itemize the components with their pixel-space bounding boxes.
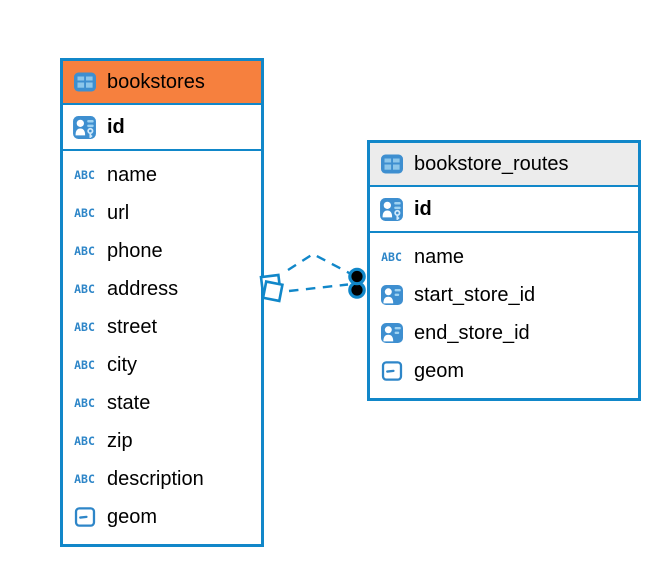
column-name-label: geom bbox=[414, 359, 465, 382]
column-row-name[interactable]: ABC name bbox=[370, 238, 638, 276]
foreign-key-icon bbox=[378, 283, 405, 307]
column-name-label: url bbox=[107, 201, 130, 224]
column-row-geom[interactable]: geom bbox=[63, 498, 261, 536]
table-title: bookstore_routes bbox=[414, 153, 569, 175]
column-row-name[interactable]: ABC name bbox=[63, 156, 261, 194]
text-type-icon: ABC bbox=[381, 250, 402, 264]
text-type-icon: ABC bbox=[74, 244, 95, 258]
column-name-label: id bbox=[107, 115, 125, 138]
column-list: ABC name ABC url ABC phone ABC address A… bbox=[63, 151, 261, 536]
column-name-label: address bbox=[107, 277, 179, 300]
column-list: ABC name start_store_id bbox=[370, 233, 638, 390]
column-name-label: name bbox=[107, 163, 158, 186]
column-row-zip[interactable]: ABC zip bbox=[63, 422, 261, 460]
cardinality-dot-top[interactable] bbox=[348, 267, 366, 286]
column-row-description[interactable]: ABC description bbox=[63, 460, 261, 498]
column-name-label: geom bbox=[107, 505, 158, 528]
text-type-icon: ABC bbox=[74, 358, 95, 372]
primary-key-icon bbox=[71, 115, 98, 140]
column-name-label: description bbox=[107, 467, 204, 490]
column-name-label: street bbox=[107, 315, 158, 338]
table-icon bbox=[378, 152, 405, 176]
text-type-icon: ABC bbox=[74, 472, 95, 486]
text-type-icon: ABC bbox=[74, 434, 95, 448]
table-bookstores[interactable]: bookstores id ABC name bbox=[60, 58, 264, 547]
relationship-line-upper[interactable] bbox=[287, 252, 352, 276]
column-name-label: start_store_id bbox=[414, 283, 536, 306]
column-row-city[interactable]: ABC city bbox=[63, 346, 261, 384]
column-row-start-store-id[interactable]: start_store_id bbox=[370, 276, 638, 314]
geometry-type-icon bbox=[378, 360, 405, 382]
table-title: bookstores bbox=[107, 71, 205, 93]
primary-key-icon bbox=[378, 197, 405, 222]
column-row-geom[interactable]: geom bbox=[370, 352, 638, 390]
column-row-end-store-id[interactable]: end_store_id bbox=[370, 314, 638, 352]
table-icon bbox=[71, 70, 98, 94]
column-name-label: city bbox=[107, 353, 137, 376]
column-row-address[interactable]: ABC address bbox=[63, 270, 261, 308]
column-name-label: phone bbox=[107, 239, 163, 262]
text-type-icon: ABC bbox=[74, 168, 95, 182]
column-name-label: id bbox=[414, 197, 432, 220]
column-row-id[interactable]: id bbox=[370, 187, 638, 233]
overlapping-squares-marker[interactable] bbox=[259, 273, 284, 303]
column-row-id[interactable]: id bbox=[63, 105, 261, 151]
cardinality-dot-bottom[interactable] bbox=[348, 281, 366, 299]
text-type-icon: ABC bbox=[74, 396, 95, 410]
column-row-state[interactable]: ABC state bbox=[63, 384, 261, 422]
text-type-icon: ABC bbox=[74, 320, 95, 334]
text-type-icon: ABC bbox=[74, 282, 95, 296]
text-type-icon: ABC bbox=[74, 206, 95, 220]
column-name-label: state bbox=[107, 391, 151, 414]
column-name-label: name bbox=[414, 245, 465, 268]
column-name-label: zip bbox=[107, 429, 133, 452]
foreign-key-icon bbox=[378, 321, 405, 345]
table-bookstore-routes[interactable]: bookstore_routes id ABC name bbox=[367, 140, 641, 401]
relationship-line-lower[interactable] bbox=[288, 283, 349, 293]
geometry-type-icon bbox=[71, 506, 98, 528]
table-header-bookstores[interactable]: bookstores bbox=[63, 61, 261, 105]
table-header-bookstore-routes[interactable]: bookstore_routes bbox=[370, 143, 638, 187]
column-name-label: end_store_id bbox=[414, 321, 530, 344]
column-row-url[interactable]: ABC url bbox=[63, 194, 261, 232]
column-row-street[interactable]: ABC street bbox=[63, 308, 261, 346]
column-row-phone[interactable]: ABC phone bbox=[63, 232, 261, 270]
